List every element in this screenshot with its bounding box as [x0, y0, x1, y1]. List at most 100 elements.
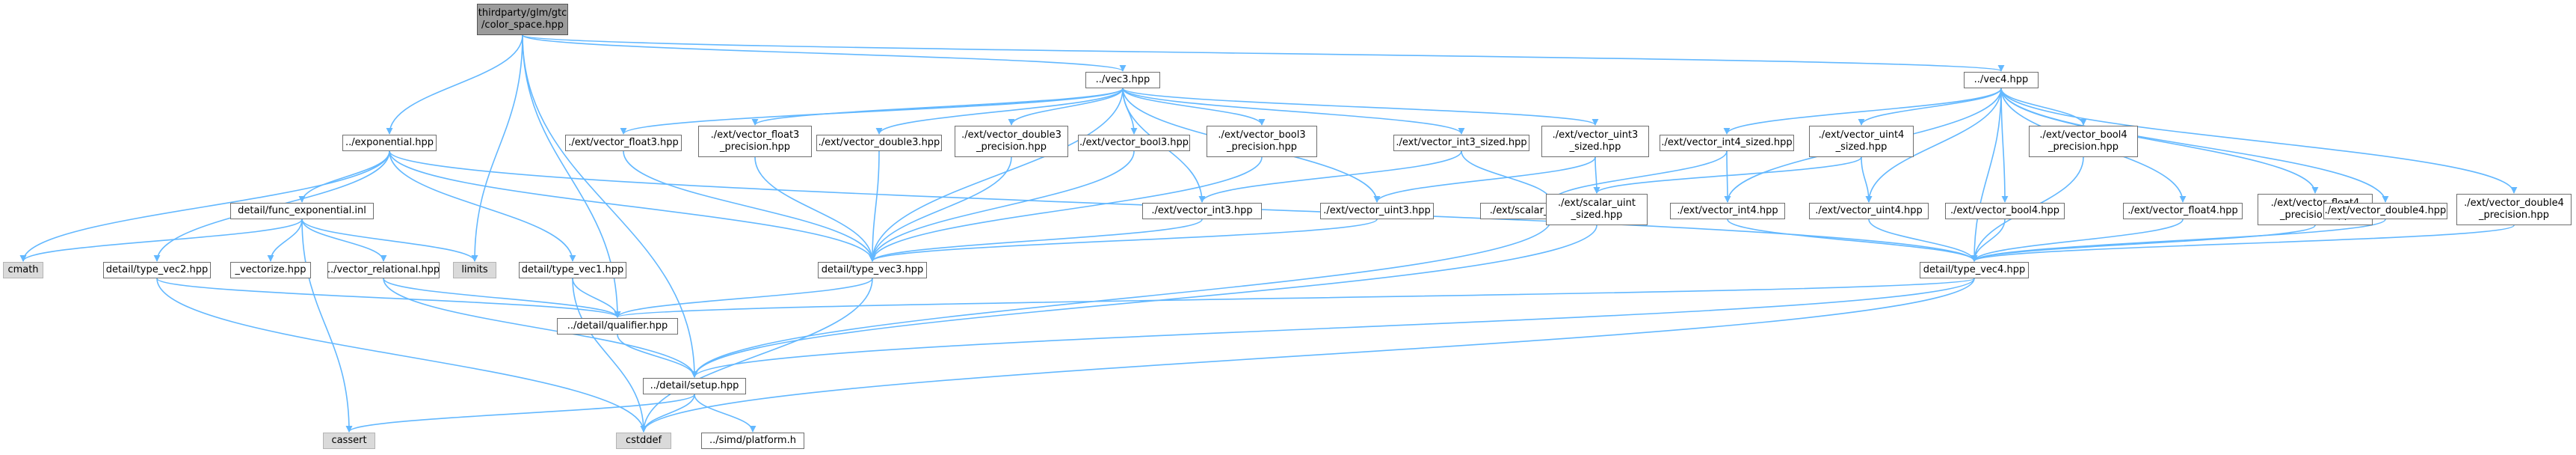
edge-vec3-to-vdouble3	[875, 88, 1124, 135]
node-label: ./ext/scalar_uint _sized.hpp	[1558, 198, 1636, 221]
node-vfloat3[interactable]: ./ext/vector_float3.hpp	[565, 135, 682, 151]
node-label: ./ext/vector_double3.hpp	[818, 137, 940, 148]
node-vbool3[interactable]: ./ext/vector_bool3.hpp	[1078, 135, 1190, 151]
edge-vec4-to-vint4s	[1723, 88, 2002, 135]
node-cassert: cassert	[323, 433, 375, 449]
node-label: cmath	[7, 264, 39, 275]
edge-vfloat3-to-tvec3	[623, 150, 876, 262]
edge-vint3-to-tvec3	[869, 219, 1203, 262]
node-vec3[interactable]: ../vec3.hpp	[1085, 72, 1160, 88]
node-label: ../simd/platform.h	[709, 435, 796, 446]
node-vuint3[interactable]: ./ext/vector_uint3.hpp	[1320, 203, 1434, 219]
edge-vbool3p-to-tvec3	[869, 156, 1263, 262]
node-label: cstddef	[625, 435, 662, 446]
node-label: ../detail/setup.hpp	[650, 380, 739, 391]
node-vint3[interactable]: ./ext/vector_int3.hpp	[1142, 203, 1262, 219]
edge-vint4-to-tvec4	[1727, 219, 1978, 262]
node-label: ./ext/vector_bool3 _precision.hpp	[1218, 129, 1306, 153]
node-label: ./ext/vector_double4.hpp	[2324, 205, 2447, 216]
node-qualifier[interactable]: ../detail/qualifier.hpp	[557, 318, 678, 335]
node-label: ./ext/vector_float4.hpp	[2127, 205, 2238, 216]
node-tvec2[interactable]: detail/type_vec2.hpp	[103, 262, 211, 278]
node-label: cassert	[331, 435, 367, 446]
edge-vfloat4-to-tvec4	[1970, 219, 2184, 262]
edge-vuint4-to-tvec4	[1868, 219, 1978, 262]
node-label: ./ext/vector_bool4 _precision.hpp	[2039, 129, 2127, 153]
edge-suint-to-setup	[691, 225, 1597, 378]
node-vfloat4[interactable]: ./ext/vector_float4.hpp	[2123, 203, 2243, 219]
node-label: ./ext/vector_int3_sized.hpp	[1396, 137, 1527, 148]
node-label: ./ext/vector_bool4.hpp	[1950, 205, 2060, 216]
node-suint[interactable]: ./ext/scalar_uint _sized.hpp	[1546, 194, 1648, 225]
edge-vec4-to-vbool4p	[2000, 88, 2087, 126]
edge-vuint3s-to-vuint3	[1373, 156, 1596, 203]
node-label: ./ext/vector_int3.hpp	[1151, 205, 1253, 216]
node-vint4s[interactable]: ./ext/vector_int4_sized.hpp	[1660, 135, 1794, 151]
edge-vdouble3-to-tvec3	[869, 150, 880, 262]
edge-tvec2-to-qualifier	[156, 278, 621, 318]
node-vbool3p[interactable]: ./ext/vector_bool3 _precision.hpp	[1207, 126, 1317, 157]
edge-root-to-limits	[471, 34, 523, 262]
node-label: ../detail/qualifier.hpp	[567, 320, 668, 332]
edge-root-to-setup	[522, 34, 698, 378]
node-vint3s[interactable]: ./ext/vector_int3_sized.hpp	[1393, 135, 1529, 151]
node-root: thirdparty/glm/gtc /color_space.hpp	[477, 4, 568, 35]
node-tvec1[interactable]: detail/type_vec1.hpp	[519, 262, 626, 278]
edge-vec4-to-vdouble4	[2000, 88, 2389, 203]
edge-vuint4s-to-suint	[1593, 156, 1862, 194]
edge-vint4s-to-vint4	[1724, 150, 1731, 203]
edge-vuint3-to-tvec3	[869, 219, 1378, 262]
node-tvec4[interactable]: detail/type_vec4.hpp	[1920, 262, 2029, 278]
node-vecrel[interactable]: ../vector_relational.hpp	[327, 262, 440, 278]
edge-exponential-to-tvec1	[389, 150, 576, 262]
node-vec4[interactable]: ../vec4.hpp	[1964, 72, 2039, 88]
edge-vec3-to-vfloat3p	[751, 88, 1124, 126]
node-label: ../vec4.hpp	[1973, 74, 2029, 85]
node-vectorize[interactable]: _vectorize.hpp	[230, 262, 311, 278]
node-vdouble4[interactable]: ./ext/vector_double4.hpp	[2323, 203, 2447, 219]
node-vint4[interactable]: ./ext/vector_int4.hpp	[1670, 203, 1785, 219]
node-label: detail/type_vec4.hpp	[1923, 264, 2026, 275]
edge-vec3-to-vint3s	[1122, 88, 1465, 135]
node-label: ./ext/vector_uint3.hpp	[1323, 205, 1431, 216]
edge-funcexp-to-limits	[301, 219, 478, 262]
node-vbool4[interactable]: ./ext/vector_bool4.hpp	[1945, 203, 2065, 219]
edge-funcexp-to-cmath	[19, 219, 303, 262]
node-vdouble3p[interactable]: ./ext/vector_double3 _precision.hpp	[955, 126, 1068, 157]
node-vdouble3[interactable]: ./ext/vector_double3.hpp	[816, 135, 942, 151]
edge-tvec4-to-cstddef	[640, 278, 1975, 433]
node-label: _vectorize.hpp	[235, 264, 306, 275]
node-label: thirdparty/glm/gtc /color_space.hpp	[478, 7, 567, 31]
edge-funcexp-to-cassert	[301, 219, 353, 433]
edge-setup-to-platform	[694, 394, 757, 433]
node-tvec3[interactable]: detail/type_vec3.hpp	[818, 262, 927, 278]
edge-sint-to-setup	[691, 219, 1552, 378]
edge-root-to-exponential	[386, 34, 523, 135]
edge-tvec3-to-qualifier	[614, 278, 873, 318]
node-platform[interactable]: ../simd/platform.h	[701, 433, 804, 449]
edge-vec4-to-vuint4s	[1858, 88, 2002, 126]
edge-tvec4-to-qualifier	[614, 278, 1975, 318]
edge-funcexp-to-vecrel	[301, 219, 387, 262]
node-label: ./ext/vector_double3 _precision.hpp	[961, 129, 1061, 153]
edge-vint3s-to-vint3	[1198, 150, 1462, 203]
node-cstddef: cstddef	[616, 433, 671, 449]
node-label: ./ext/vector_uint4.hpp	[1815, 205, 1923, 216]
edge-setup-to-cstddef	[640, 394, 695, 433]
node-funcexp[interactable]: detail/func_exponential.inl	[230, 203, 374, 219]
node-exponential[interactable]: ../exponential.hpp	[342, 135, 437, 151]
node-vdouble4p[interactable]: ./ext/vector_double4 _precision.hpp	[2456, 194, 2572, 225]
edge-tvec1-to-cstddef	[572, 278, 647, 433]
node-vbool4p[interactable]: ./ext/vector_bool4 _precision.hpp	[2029, 126, 2138, 157]
node-vuint3s[interactable]: ./ext/vector_uint3 _sized.hpp	[1541, 126, 1649, 157]
edge-vecrel-to-setup	[383, 278, 698, 378]
node-label: ../exponential.hpp	[345, 137, 434, 148]
node-label: detail/func_exponential.inl	[238, 205, 366, 216]
node-setup[interactable]: ../detail/setup.hpp	[643, 378, 746, 394]
node-vuint4s[interactable]: ./ext/vector_uint4 _sized.hpp	[1809, 126, 1914, 157]
node-vfloat3p[interactable]: ./ext/vector_float3 _precision.hpp	[698, 126, 812, 157]
edge-tvec4-to-setup	[691, 278, 1975, 378]
node-vuint4[interactable]: ./ext/vector_uint4.hpp	[1809, 203, 1929, 219]
